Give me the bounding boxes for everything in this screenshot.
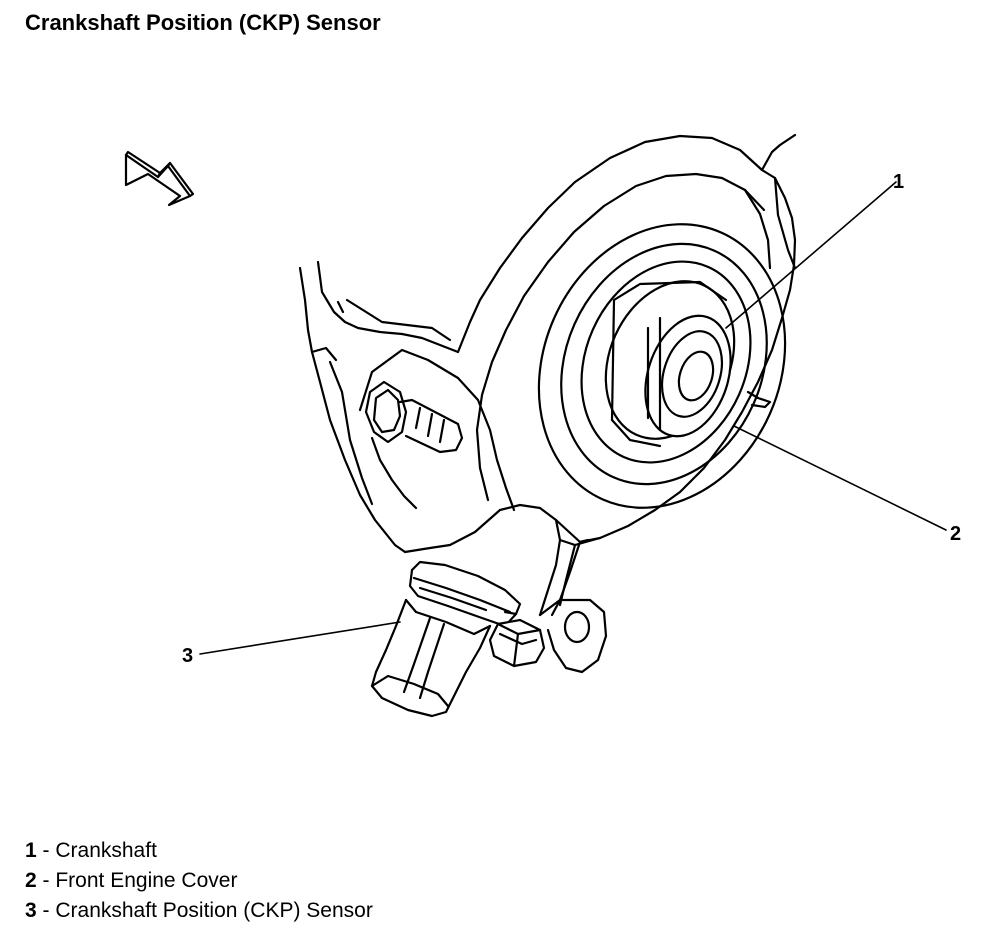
legend-label: Crankshaft Position (CKP) Sensor [55,899,373,922]
callout-3: 3 [182,645,193,667]
leader-line-1 [725,181,897,329]
crankshaft [537,223,787,509]
callout-1: 1 [893,171,904,193]
legend-label: Front Engine Cover [55,869,238,892]
legend-label: Crankshaft [55,839,157,862]
leader-line-2 [733,425,947,531]
legend-number: 1 [25,839,37,862]
legend-item: 3 - Crankshaft Position (CKP) Sensor [25,896,373,926]
legend-separator: - [36,869,56,892]
legend-number: 3 [25,899,37,922]
legend: 1 - Crankshaft 2 - Front Engine Cover 3 … [25,836,373,926]
legend-item: 2 - Front Engine Cover [25,866,373,896]
leader-line-3 [199,621,401,655]
legend-item: 1 - Crankshaft [25,836,373,866]
callout-2: 2 [950,523,961,545]
legend-separator: - [36,899,56,922]
stud-bolt [364,380,464,510]
leader-lines [199,181,947,655]
legend-separator: - [36,839,56,862]
legend-number: 2 [25,869,37,892]
direction-arrow-icon [124,150,195,207]
front-engine-cover [403,133,797,674]
engine-block [298,260,516,554]
sensor-bolt [488,618,546,668]
page-title: Crankshaft Position (CKP) Sensor [25,10,381,35]
